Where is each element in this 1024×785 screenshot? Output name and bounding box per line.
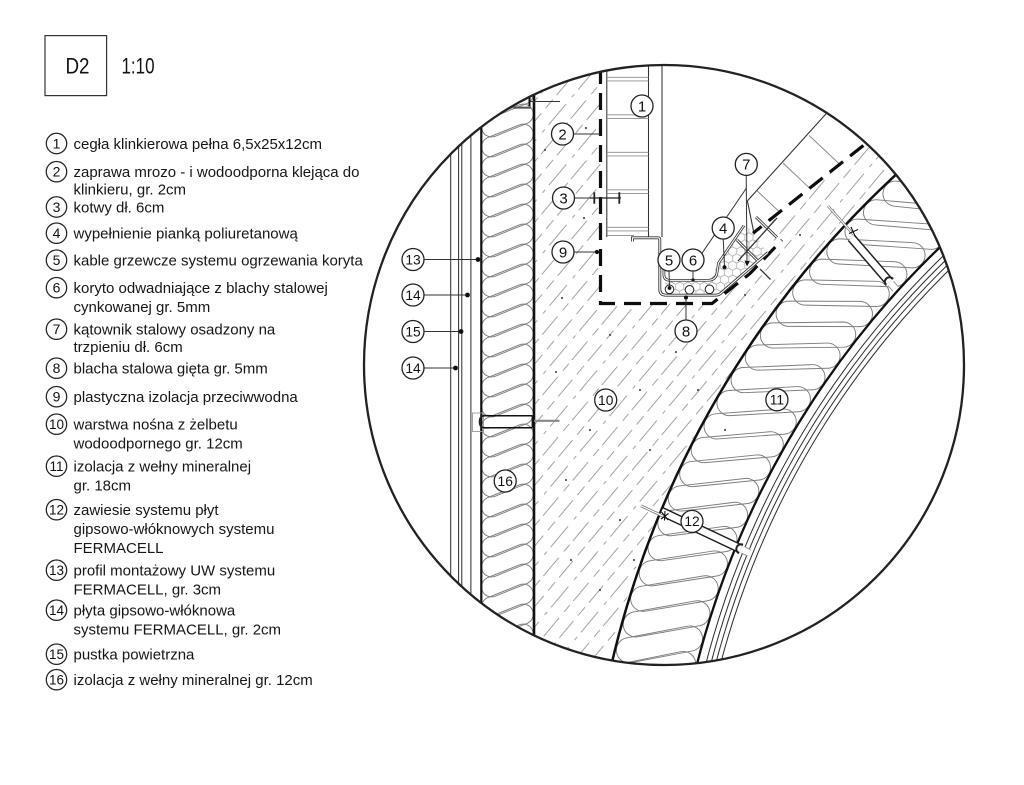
svg-text:4: 4 — [719, 220, 727, 237]
svg-text:cynkowanej gr. 5mm: cynkowanej gr. 5mm — [74, 299, 211, 316]
svg-text:3: 3 — [559, 190, 567, 207]
svg-text:15: 15 — [405, 324, 421, 339]
svg-text:9: 9 — [559, 244, 567, 261]
svg-text:12: 12 — [49, 502, 64, 517]
svg-text:1: 1 — [638, 98, 646, 115]
svg-text:wodoodpornego gr. 12cm: wodoodpornego gr. 12cm — [73, 436, 243, 453]
svg-text:11: 11 — [49, 459, 63, 474]
svg-text:systemu FERMACELL, gr. 2cm: systemu FERMACELL, gr. 2cm — [74, 622, 282, 639]
svg-text:izolacja z wełny mineralnej: izolacja z wełny mineralnej — [74, 459, 252, 476]
svg-text:D2: D2 — [66, 54, 90, 79]
svg-text:profil montażowy UW systemu: profil montażowy UW systemu — [74, 563, 276, 580]
svg-text:plastyczna izolacja przeciwwod: plastyczna izolacja przeciwwodna — [74, 389, 299, 406]
svg-text:13: 13 — [49, 563, 64, 578]
svg-text:5: 5 — [665, 252, 673, 269]
svg-text:trzpieniu dł. 6cm: trzpieniu dł. 6cm — [74, 339, 183, 356]
svg-text:7: 7 — [742, 157, 750, 174]
svg-text:11: 11 — [770, 393, 784, 408]
svg-text:6: 6 — [53, 280, 61, 296]
svg-text:płyta gipsowo-włóknowa: płyta gipsowo-włóknowa — [74, 603, 236, 620]
svg-text:1:10: 1:10 — [122, 54, 155, 79]
svg-text:gr. 18cm: gr. 18cm — [74, 478, 132, 495]
svg-text:9: 9 — [53, 389, 61, 405]
svg-text:14: 14 — [405, 288, 421, 303]
svg-text:10: 10 — [49, 417, 64, 432]
svg-text:zawiesie systemu płyt: zawiesie systemu płyt — [74, 502, 220, 519]
svg-text:14: 14 — [49, 603, 65, 618]
svg-text:cegła klinkierowa pełna 6,5x25: cegła klinkierowa pełna 6,5x25x12cm — [74, 136, 322, 153]
svg-text:2: 2 — [558, 126, 566, 143]
svg-text:12: 12 — [684, 514, 699, 529]
svg-text:10: 10 — [598, 393, 614, 408]
svg-text:14: 14 — [405, 361, 421, 376]
svg-text:warstwa nośna z żelbetu: warstwa nośna z żelbetu — [73, 417, 238, 434]
svg-text:8: 8 — [682, 323, 690, 340]
svg-text:koryto odwadniające z blachy s: koryto odwadniające z blachy stalowej — [74, 280, 328, 297]
svg-text:7: 7 — [53, 321, 61, 337]
svg-text:zaprawa mrozo - i wodoodporna: zaprawa mrozo - i wodoodporna klejąca do — [74, 164, 360, 181]
svg-text:gipsowo-włóknowych systemu: gipsowo-włóknowych systemu — [74, 521, 275, 538]
svg-text:FERMACELL: FERMACELL — [74, 540, 164, 557]
svg-text:8: 8 — [53, 360, 61, 376]
svg-text:5: 5 — [53, 252, 61, 268]
svg-text:kable grzewcze systemu ogrzewa: kable grzewcze systemu ogrzewania koryta — [74, 253, 364, 270]
svg-text:kotwy dł. 6cm: kotwy dł. 6cm — [74, 199, 165, 216]
svg-text:3: 3 — [53, 199, 61, 215]
svg-text:2: 2 — [53, 164, 61, 180]
svg-text:1: 1 — [53, 135, 61, 151]
svg-text:klinkieru, gr. 2cm: klinkieru, gr. 2cm — [74, 181, 187, 198]
svg-text:15: 15 — [49, 647, 64, 662]
svg-text:izolacja z wełny mineralnej gr: izolacja z wełny mineralnej gr. 12cm — [74, 672, 313, 689]
svg-text:4: 4 — [53, 225, 61, 241]
svg-text:wypełnienie pianką poliuretano: wypełnienie pianką poliuretanową — [73, 226, 299, 243]
svg-text:blacha stalowa gięta gr. 5mm: blacha stalowa gięta gr. 5mm — [74, 361, 268, 378]
svg-text:16: 16 — [498, 474, 514, 489]
svg-text:pustka powietrzna: pustka powietrzna — [74, 647, 196, 664]
svg-text:FERMACELL, gr. 3cm: FERMACELL, gr. 3cm — [74, 582, 222, 599]
svg-text:13: 13 — [405, 252, 421, 267]
svg-text:16: 16 — [49, 672, 64, 687]
svg-text:kątownik stalowy osadzony na: kątownik stalowy osadzony na — [74, 322, 276, 339]
svg-text:6: 6 — [689, 252, 697, 269]
